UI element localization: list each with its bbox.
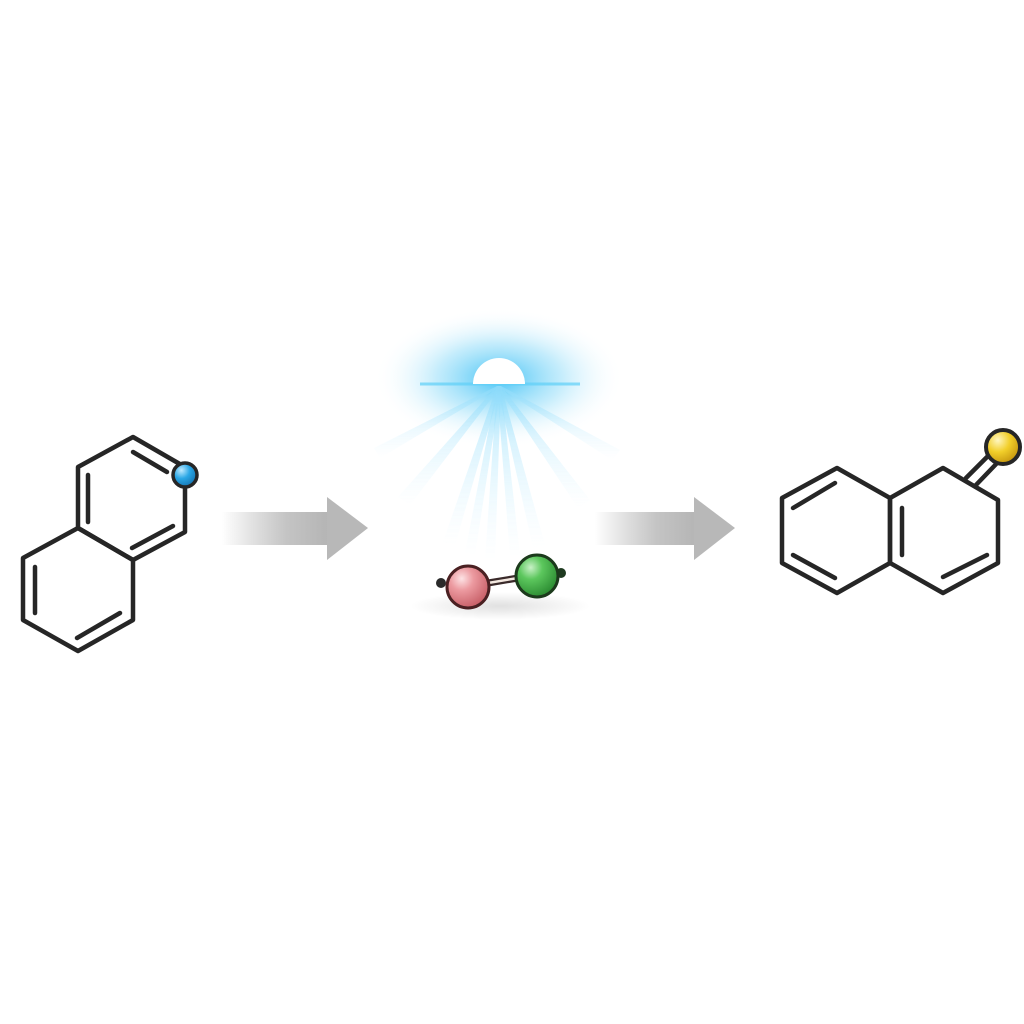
atom-red-icon xyxy=(445,564,491,610)
diatomic-molecule-icon xyxy=(410,553,590,620)
product-molecule-icon xyxy=(779,428,1022,596)
reactant-atom-icon xyxy=(171,461,199,489)
light-source-icon xyxy=(374,308,624,560)
reactant-molecule-icon xyxy=(20,434,199,654)
product-atom-icon xyxy=(984,428,1022,466)
reaction-arrow-icon xyxy=(222,497,368,560)
atom-green-icon xyxy=(514,553,560,599)
reaction-arrow-icon xyxy=(595,497,735,560)
